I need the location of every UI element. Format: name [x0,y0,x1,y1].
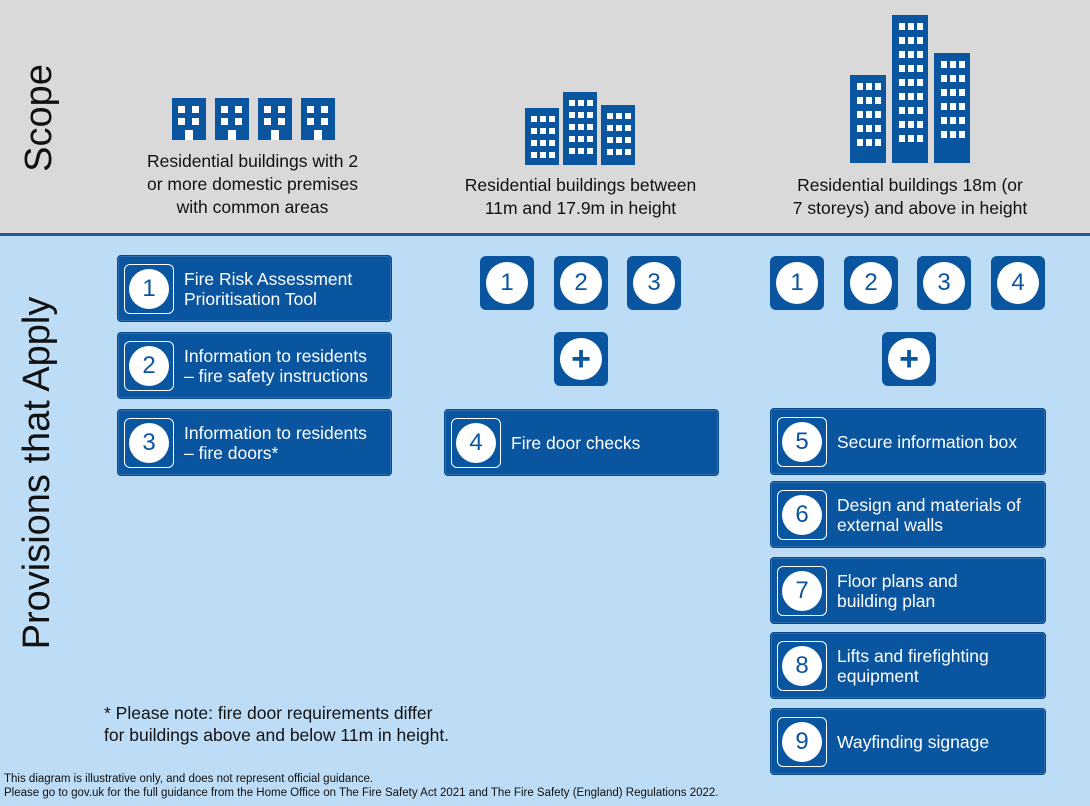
provision-box-8: 8 Lifts and firefighting equipment [770,632,1046,699]
number-badge: 7 [777,565,827,616]
provision-line1: Design and materials of [837,494,1021,515]
low-rise-buildings-icon [172,98,335,140]
number-badge: 5 [777,416,827,467]
provision-chip-1: 1 [480,256,534,310]
number-circle: 6 [782,494,822,535]
provision-box-9: 9 Wayfinding signage [770,708,1046,775]
scope-col1-line3: with common areas [176,197,329,217]
provision-line1: Information to residents [184,422,367,443]
footer-line2: Please go to gov.uk for the full guidanc… [4,787,719,799]
section-divider [0,233,1090,236]
number-badge: 9 [777,716,827,767]
provision-text: Design and materials of external walls [837,495,1039,535]
provision-line2: Prioritisation Tool [184,288,317,309]
provision-line1: Secure information box [837,431,1017,452]
number-circle: 4 [997,262,1039,304]
scope-col3-line1: Residential buildings 18m (or [797,175,1023,195]
plus-icon: + [888,338,930,380]
number-badge: 2 [124,340,174,391]
provision-box-2: 2 Information to residents – fire safety… [117,332,392,399]
plus-icon: + [560,338,602,380]
number-circle: 5 [782,421,822,462]
provision-line1: Fire Risk Assessment [184,268,353,289]
provision-line1: Information to residents [184,345,367,366]
provision-text: Information to residents – fire doors* [184,423,385,463]
scope-col2-text: Residential buildings between 11m and 17… [438,174,723,220]
number-circle: 2 [129,345,169,386]
scope-col1-line1: Residential buildings with 2 [146,151,359,171]
high-rise-buildings-icon [850,15,970,163]
number-circle: 9 [782,721,822,762]
footer-line1: This diagram is illustrative only, and d… [4,773,374,785]
provision-box-4: 4 Fire door checks [444,409,719,476]
provision-line1: Wayfinding signage [837,731,990,752]
provision-chip-1: 1 [770,256,824,310]
number-circle: 8 [782,645,822,686]
mid-rise-buildings-icon [525,92,635,165]
provision-chip-2: 2 [554,256,608,310]
provision-line2: – fire doors* [184,442,279,463]
provision-line2: equipment [837,665,919,686]
number-badge: 3 [124,417,174,468]
note-line1: * Please note: fire door requirements di… [104,703,433,723]
provision-line1: Lifts and firefighting [837,645,989,666]
provision-line2: external walls [837,514,944,535]
provision-line1: Floor plans and [837,570,958,591]
provision-box-7: 7 Floor plans and building plan [770,557,1046,624]
scope-col3-line2: 7 storeys) and above in height [792,198,1028,218]
provision-chip-4: 4 [991,256,1045,310]
scope-col1-text: Residential buildings with 2 or more dom… [110,150,395,219]
provision-text: Fire Risk Assessment Prioritisation Tool [184,269,385,309]
scope-col1-line2: or more domestic premises [146,174,359,194]
number-circle: 3 [129,422,169,463]
provision-text: Floor plans and building plan [837,571,1039,611]
provision-line2: building plan [837,590,936,611]
number-badge: 6 [777,489,827,540]
provision-box-3: 3 Information to residents – fire doors* [117,409,392,476]
number-circle: 3 [923,262,965,304]
number-badge: 1 [124,263,174,314]
provision-chip-3: 3 [627,256,681,310]
provision-text: Information to residents – fire safety i… [184,346,385,386]
footer-disclaimer: This diagram is illustrative only, and d… [4,772,718,800]
number-circle: 1 [776,262,818,304]
scope-col3-text: Residential buildings 18m (or 7 storeys)… [765,174,1055,220]
scope-col2-line2: 11m and 17.9m in height [484,198,677,218]
provision-text: Wayfinding signage [837,732,1039,752]
number-badge: 4 [451,417,501,468]
provision-line2: – fire safety instructions [184,365,368,386]
provision-text: Lifts and firefighting equipment [837,646,1039,686]
number-circle: 2 [560,262,602,304]
number-circle: 1 [486,262,528,304]
fire-door-note: * Please note: fire door requirements di… [104,702,449,746]
note-line2: for buildings above and below 11m in hei… [104,725,450,745]
provision-text: Secure information box [837,432,1039,452]
scope-col2-line1: Residential buildings between [464,175,697,195]
provision-text: Fire door checks [511,432,641,453]
provision-chip-3: 3 [917,256,971,310]
number-circle: 3 [633,262,675,304]
provisions-side-label: Provisions that Apply [16,296,58,650]
provision-box-1: 1 Fire Risk Assessment Prioritisation To… [117,255,392,322]
number-circle: 2 [850,262,892,304]
number-badge: 8 [777,640,827,691]
provision-chip-2: 2 [844,256,898,310]
provision-box-5: 5 Secure information box [770,408,1046,475]
plus-chip: + [554,332,608,386]
provision-box-6: 6 Design and materials of external walls [770,481,1046,548]
plus-chip: + [882,332,936,386]
number-circle: 1 [129,268,169,309]
scope-side-label: Scope [18,64,60,172]
number-circle: 4 [456,422,496,463]
number-circle: 7 [782,570,822,611]
